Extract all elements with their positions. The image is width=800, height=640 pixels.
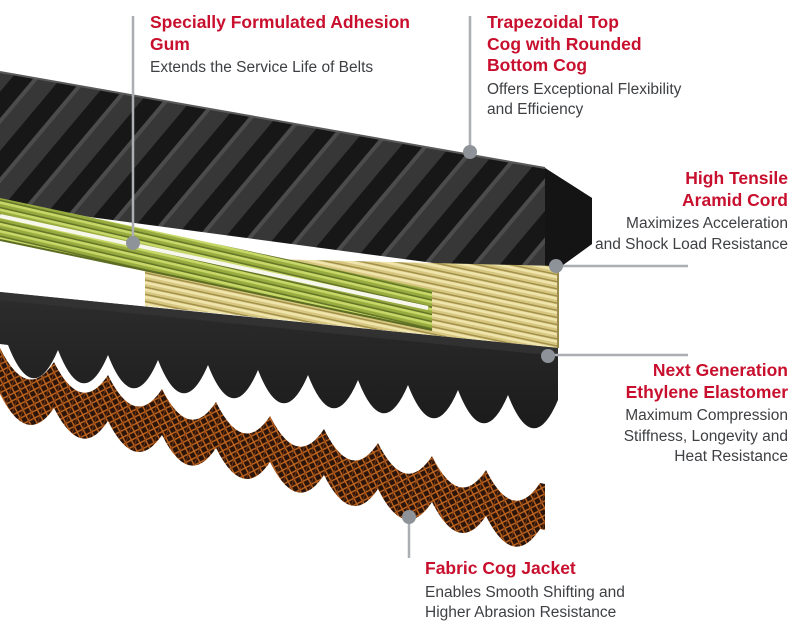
annotation-adhesion-gum: Specially Formulated Adhesion Gum Extend… xyxy=(150,12,450,79)
annotation-description: Extends the Service Life of Belts xyxy=(150,59,374,77)
annotation-description: Maximum Compression Stiffness, Longevity… xyxy=(623,407,788,465)
annotation-elastomer: Next Generation Ethylene Elastomer Maxim… xyxy=(624,360,788,467)
annotation-aramid-cord: High Tensile Aramid Cord Maximizes Accel… xyxy=(595,168,788,255)
leader-dot-fabric-jacket xyxy=(402,510,416,524)
leader-lines xyxy=(131,16,688,558)
annotation-description: Offers Exceptional Flexibility and Effic… xyxy=(487,81,682,119)
leader-dot-adhesion-gum xyxy=(126,236,140,250)
layer-ethylene-elastomer xyxy=(0,292,558,429)
annotation-title: Fabric Cog Jacket xyxy=(425,558,576,578)
annotation-top-cog: Trapezoidal Top Cog with Rounded Bottom … xyxy=(487,12,719,120)
leader-dot-top-cog xyxy=(463,145,477,159)
annotation-fabric-jacket: Fabric Cog Jacket Enables Smooth Shiftin… xyxy=(425,558,755,623)
leader-dot-aramid-cord xyxy=(549,259,563,273)
layer-fabric-cog-jacket xyxy=(0,348,545,547)
annotation-description: Maximizes Acceleration and Shock Load Re… xyxy=(594,215,788,253)
annotation-title: High Tensile Aramid Cord xyxy=(682,168,788,210)
annotation-description: Enables Smooth Shifting and Higher Abras… xyxy=(425,583,625,621)
leader-dots xyxy=(126,145,563,524)
annotation-title: Next Generation Ethylene Elastomer xyxy=(625,360,788,402)
annotation-title: Trapezoidal Top Cog with Rounded Bottom … xyxy=(487,12,642,76)
layer-top-cog-belt xyxy=(0,71,592,278)
annotation-title: Specially Formulated Adhesion Gum xyxy=(150,12,410,54)
leader-dot-elastomer xyxy=(541,349,555,363)
layer-adhesion-gum xyxy=(0,198,433,331)
